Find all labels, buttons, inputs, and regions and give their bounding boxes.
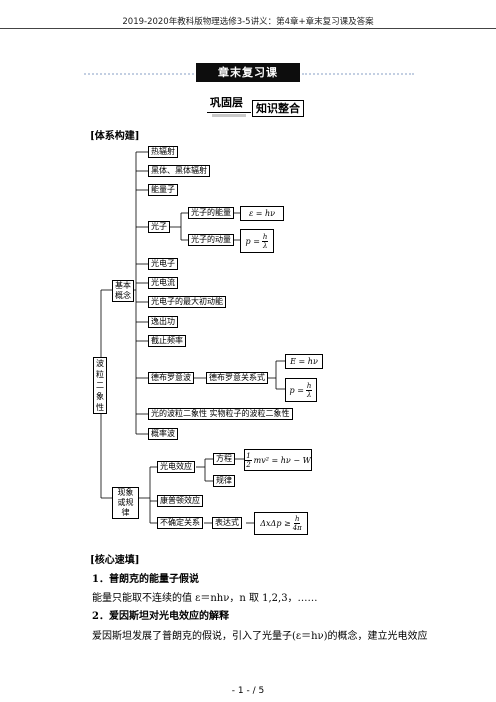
point1-text: 能量只能取不连续的值 ε＝nhν，n 取 1,2,3，……	[92, 593, 318, 604]
node-law: 规律	[213, 475, 235, 487]
node-photoelectron: 光电子	[148, 258, 178, 270]
formula-p2-label: p =	[289, 385, 304, 395]
header-rule	[0, 28, 496, 29]
consolidate-underline	[207, 112, 251, 113]
node-blackbody: 黑体、黑体辐射	[148, 165, 210, 177]
chapter-review-banner: 章末复习课	[196, 63, 300, 82]
consolidate-shade	[212, 114, 246, 117]
h4pi-numerator: h	[293, 515, 301, 524]
point1-title: 普朗克的能量子假说	[108, 574, 199, 585]
node-cutoff-frequency: 截止频率	[148, 335, 186, 347]
node-probability-wave: 概率波	[148, 428, 178, 440]
node-photon-energy: 光子的能量	[188, 207, 234, 219]
section-core-fill: [核心速填]	[90, 555, 140, 566]
node-photoelectric-effect: 光电效应	[157, 461, 195, 473]
point2-num: 2．	[92, 611, 109, 622]
banner-dots-right	[302, 73, 414, 75]
page-footer: - 1 - / 5	[231, 686, 265, 696]
banner-dots-left	[84, 73, 194, 75]
node-photocurrent: 光电流	[148, 277, 178, 289]
fraction-one-half: 1 2	[245, 451, 252, 469]
node-phenomena-rules: 现象或规律	[112, 487, 139, 519]
fraction-numerator: h	[261, 232, 269, 242]
node-photon-momentum: 光子的动量	[188, 234, 234, 246]
fraction-denominator: λ	[262, 241, 268, 250]
node-work-function: 逸出功	[148, 316, 178, 328]
node-de-broglie-wave: 德布罗意波	[148, 372, 194, 384]
formula-p-h-lambda: p = h λ	[285, 378, 317, 402]
knowledge-tag: 知识整合	[252, 100, 304, 117]
point2-title: 爱因斯坦对光电效应的解释	[108, 611, 229, 622]
node-de-broglie-relation: 德布罗意关系式	[206, 372, 268, 384]
section-structure: [体系构建]	[90, 131, 140, 142]
fraction-h-4pi: h 4π	[293, 515, 302, 532]
point2-text: 爱因斯坦发展了普朗克的假说，引入了光量子(ε＝hν)的概念，建立光电效应	[92, 631, 428, 642]
pe-equation-rest: mv² = hν − W	[253, 455, 311, 465]
half-numerator: 1	[245, 451, 252, 461]
fraction2-denominator: λ	[306, 390, 312, 399]
node-duality-both: 光的波粒二象性 实物粒子的波粒二象性	[148, 408, 293, 420]
node-max-kinetic-energy: 光电子的最大初动能	[148, 296, 226, 308]
node-compton-effect: 康普顿效应	[157, 495, 203, 507]
point1-heading: 1．普朗克的能量子假说	[92, 570, 199, 585]
node-uncertainty: 不确定关系	[157, 517, 203, 529]
fraction2-numerator: h	[305, 381, 313, 391]
node-equation: 方程	[213, 453, 235, 465]
h4pi-denominator: 4π	[292, 524, 302, 532]
fraction-h-lambda: h λ	[261, 232, 269, 250]
formula-uncertainty: ΔxΔp ≥ h 4π	[254, 512, 308, 535]
fraction-h-lambda-2: h λ	[305, 381, 313, 399]
formula-photon-energy: ε = hν	[240, 206, 284, 221]
point2-heading: 2．爱因斯坦对光电效应的解释	[92, 607, 229, 622]
formula-p-label: p =	[245, 236, 260, 246]
node-photon: 光子	[148, 221, 170, 233]
uncertainty-left: ΔxΔp ≥	[260, 519, 291, 528]
node-expression: 表达式	[212, 517, 242, 529]
point1-num: 1．	[92, 574, 109, 585]
node-quantum: 能量子	[148, 184, 178, 196]
half-denominator: 2	[246, 460, 251, 469]
node-wave-particle-duality: 波粒二象性	[93, 357, 107, 414]
formula-photon-momentum: p = h λ	[240, 229, 274, 253]
formula-e-hv: E = hν	[285, 354, 323, 369]
node-heat-radiation: 热辐射	[148, 146, 178, 158]
page-header-title: 2019-2020年教科版物理选修3-5讲义：第4章+章末复习课及答案	[122, 17, 374, 27]
formula-photoelectric-equation: 1 2 mv² = hν − W	[244, 449, 312, 471]
node-basic-concepts: 基本概念	[112, 280, 134, 302]
consolidate-tag: 巩固层	[210, 96, 243, 109]
